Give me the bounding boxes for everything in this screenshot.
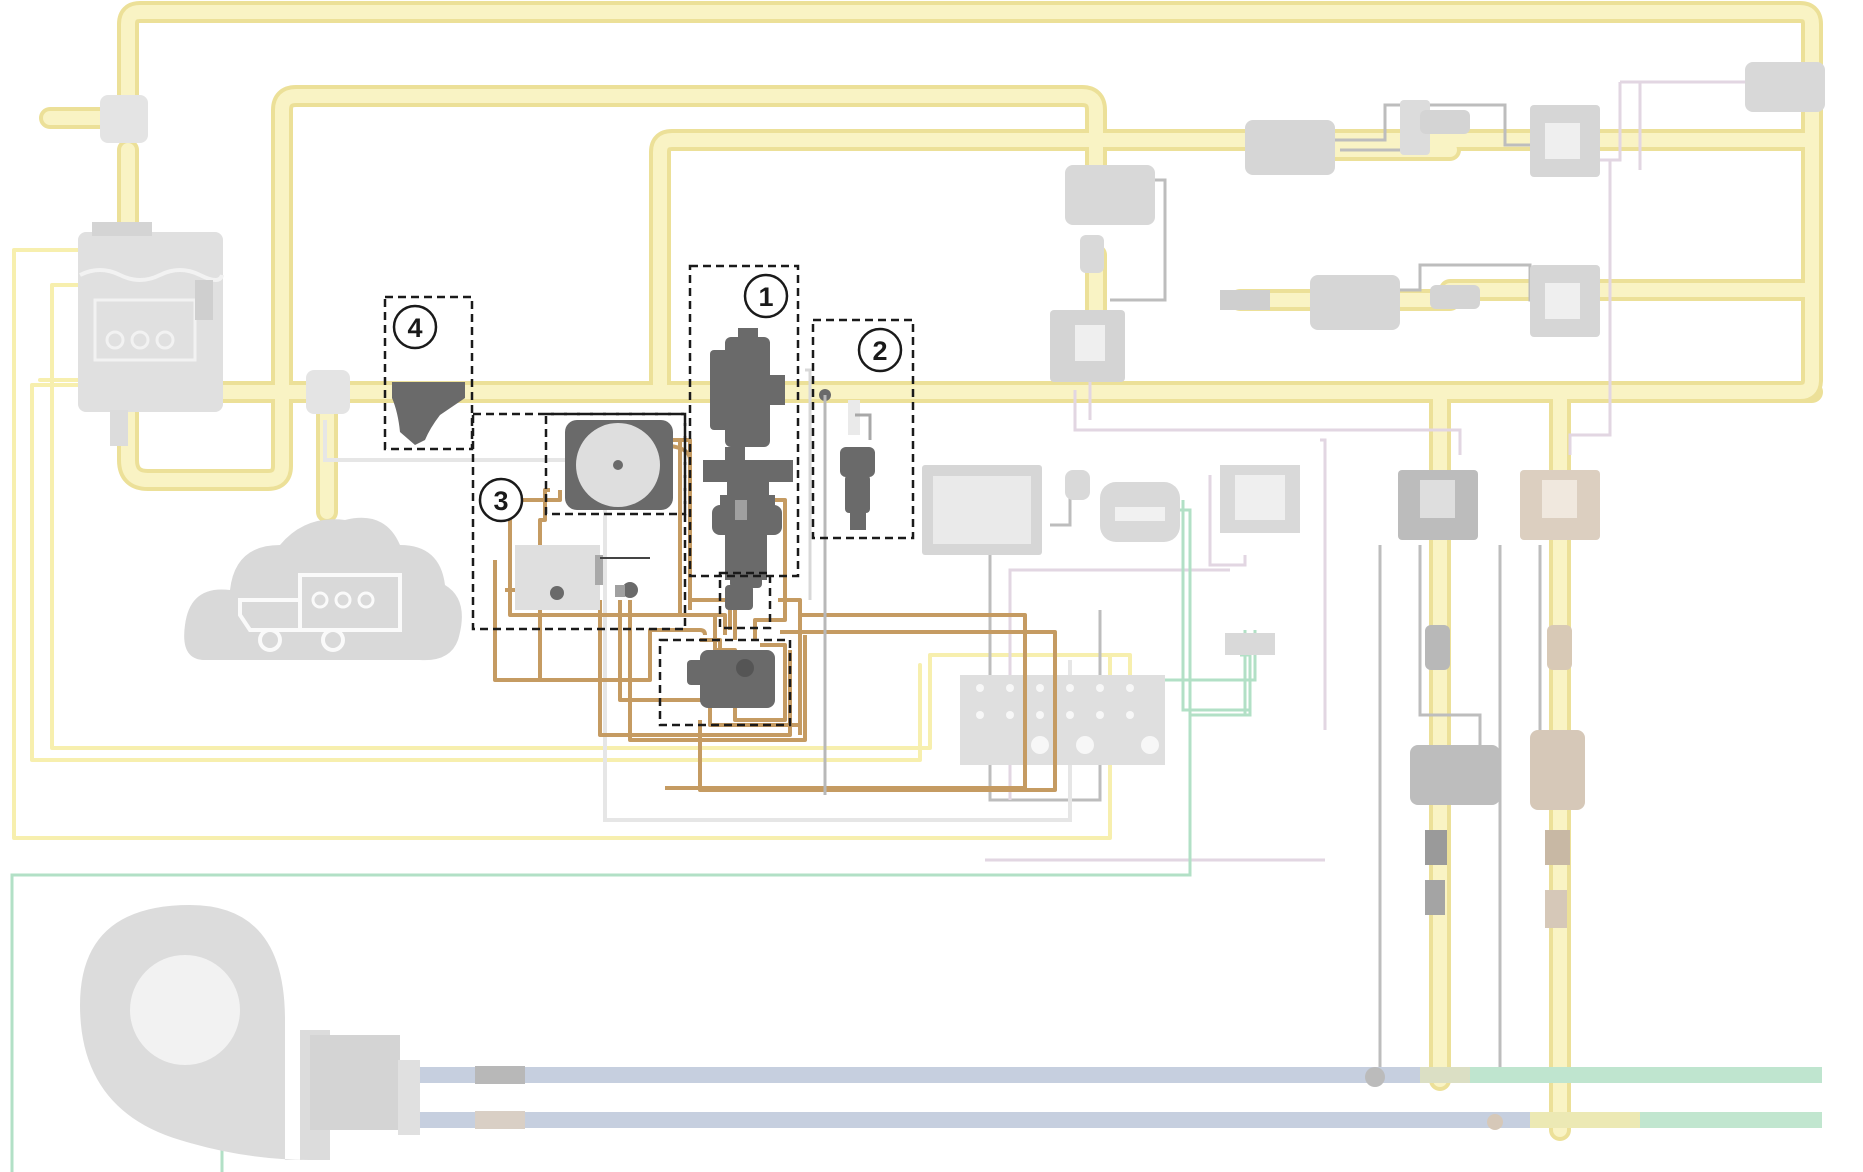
callout-3-label: 3 xyxy=(493,486,508,516)
callout-box-3b xyxy=(544,412,687,516)
callout-box-pump xyxy=(658,638,792,727)
faded-hmi-panel xyxy=(922,465,1300,655)
callout-2-label: 2 xyxy=(872,336,887,366)
oil-pump-device xyxy=(703,328,793,588)
callout-4: 4 xyxy=(392,304,438,350)
strainer-device xyxy=(392,382,465,445)
callout-box-4 xyxy=(383,295,474,451)
terminal-block xyxy=(960,675,1165,765)
pipe-color-transition xyxy=(1420,1067,1822,1128)
callout-box-2 xyxy=(811,318,915,540)
callout-box-1 xyxy=(688,264,800,578)
tanker-truck-cloud-icon xyxy=(184,517,462,661)
callout-2: 2 xyxy=(857,327,903,373)
right-device-column-1 xyxy=(1398,470,1500,915)
light-gray-lines xyxy=(323,420,1072,822)
small-pump-assembly xyxy=(687,585,775,708)
right-device-column-2 xyxy=(1520,470,1600,928)
faded-valve-blocks xyxy=(1050,62,1825,382)
gray-signal-lines xyxy=(988,103,1580,1075)
burner-blower-icon xyxy=(80,905,420,1160)
callout-1-label: 1 xyxy=(758,282,773,312)
pressure-regulator xyxy=(805,368,875,795)
callout-3: 3 xyxy=(478,477,524,523)
callout-1: 1 xyxy=(743,273,789,319)
blue-pipe-valve-icons xyxy=(475,1066,1503,1130)
pump-motor xyxy=(515,420,673,610)
callout-4-label: 4 xyxy=(407,313,422,343)
callout-boxes xyxy=(383,264,915,727)
fuel-tank-icon xyxy=(78,222,224,446)
callout-box-valve xyxy=(718,571,772,630)
faded-valve-icons xyxy=(100,95,350,414)
